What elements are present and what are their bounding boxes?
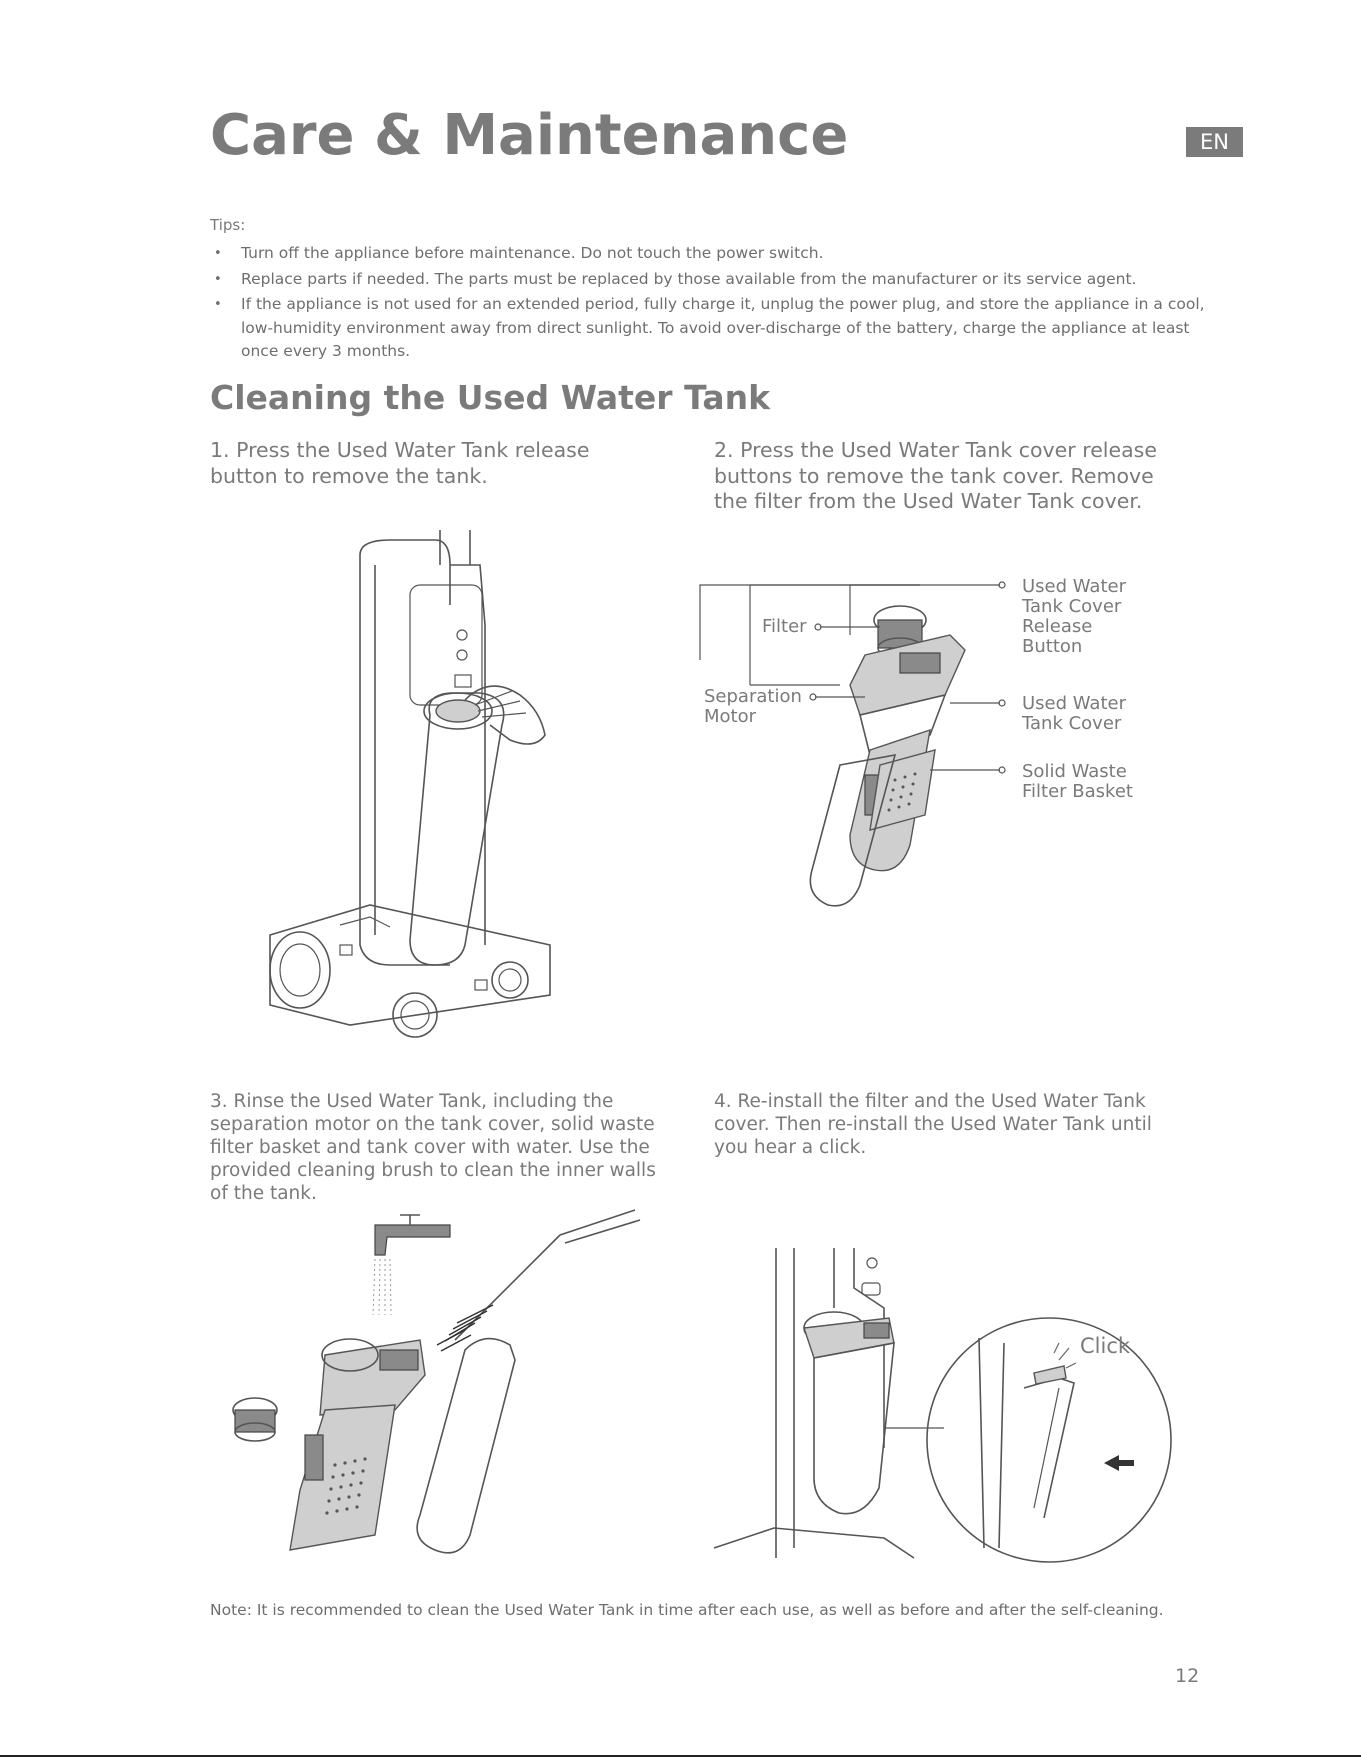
callout-filter-basket: Solid Waste Filter Basket <box>1022 761 1133 802</box>
note-text: Note: It is recommended to clean the Use… <box>210 1601 1164 1619</box>
callout-filter: Filter <box>762 616 807 637</box>
step-2-text: 2. Press the Used Water Tank cover relea… <box>714 438 1157 513</box>
callout-tank-cover: Used Water Tank Cover <box>1022 693 1126 734</box>
bottom-border <box>0 1755 1361 1757</box>
language-badge: EN <box>1186 127 1243 157</box>
illustration-remove-cover <box>699 581 1006 907</box>
tip-item: Turn off the appliance before maintenanc… <box>210 242 1210 266</box>
callout-separation-motor: Separation Motor <box>704 686 802 727</box>
illustration-reinstall <box>713 1248 1172 1563</box>
tips-list: Turn off the appliance before maintenanc… <box>210 242 1210 366</box>
page-number: 12 <box>1175 1665 1200 1687</box>
step-1-text: 1. Press the Used Water Tank release but… <box>210 438 590 488</box>
tips-label: Tips: <box>210 216 246 234</box>
tip-item: Replace parts if needed. The parts must … <box>210 268 1210 292</box>
illustration-remove-tank <box>269 530 551 1038</box>
callout-click: Click <box>1080 1334 1131 1358</box>
callout-cover-release-button: Used Water Tank Cover Release Button <box>1022 576 1126 657</box>
tip-item: If the appliance is not used for an exte… <box>210 293 1210 364</box>
section-title: Cleaning the Used Water Tank <box>210 378 771 417</box>
page-title: Care & Maintenance <box>210 103 849 168</box>
step-4-text: 4. Re-install the filter and the Used Wa… <box>714 1091 1152 1158</box>
step-3-text: 3. Rinse the Used Water Tank, including … <box>210 1091 656 1204</box>
illustration-rinse <box>232 1209 641 1554</box>
